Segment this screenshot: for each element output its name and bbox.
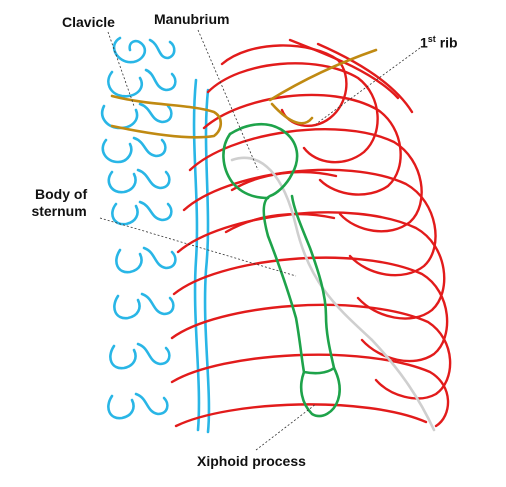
ribs: [170, 38, 452, 428]
first-rib-leader: [315, 47, 421, 125]
xiphoid-leader: [255, 403, 317, 451]
manubrium-label: Manubrium: [154, 11, 230, 27]
clavicle-leader: [107, 31, 135, 107]
first-rib-ordinal: st: [427, 34, 436, 44]
sternum-outline: [222, 122, 341, 418]
manubrium-and-body-outline: [228, 122, 336, 375]
body-of-sternum-line2: sternum: [31, 203, 87, 219]
clavicle-bone: [110, 48, 378, 139]
clavicle-label: Clavicle: [62, 14, 115, 30]
body-of-sternum-label: Body of sternum: [31, 186, 88, 220]
first-rib-label: 1st rib: [420, 31, 458, 52]
leader-lines: [99, 29, 421, 451]
first-rib-word: rib: [435, 34, 458, 51]
spine-vertebrae: [100, 36, 211, 434]
first-rib-number: 1: [420, 34, 428, 51]
costal-cartilage: [230, 156, 436, 432]
body-of-sternum-line1: Body of: [35, 186, 88, 202]
xiphoid-outline: [299, 366, 341, 418]
xiphoid-process-label: Xiphoid process: [197, 453, 306, 469]
manubrium-leader: [197, 29, 259, 171]
